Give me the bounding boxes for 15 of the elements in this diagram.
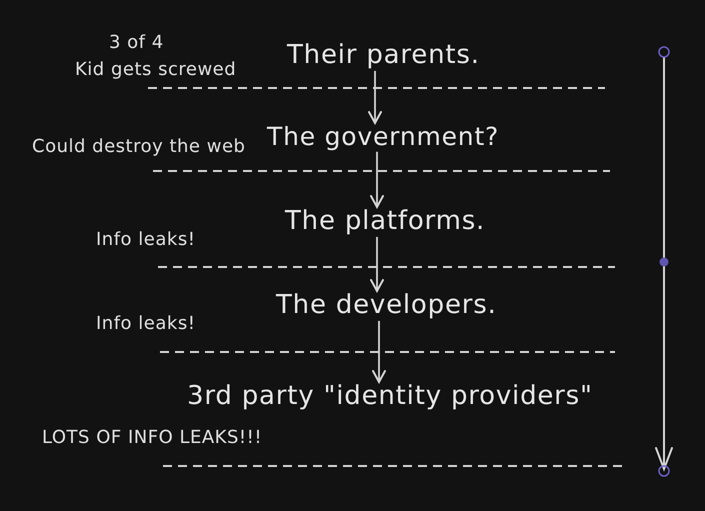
layer-title: 3rd party "identity providers" [187,382,593,412]
side-note: 3 of 4 [109,33,164,54]
layer-title: The government? [267,123,500,152]
layer-title: The developers. [276,291,497,321]
side-note: LOTS OF INFO LEAKS!!! [42,428,262,449]
layer-title: Their parents. [287,41,480,71]
side-note: Info leaks! [96,230,196,251]
side-note: Could destroy the web [32,137,246,158]
arrow [368,70,382,124]
side-note: Kid gets screwed [75,60,236,81]
arrow [370,152,384,208]
arrow [370,236,384,292]
arrow [372,320,386,383]
layer-title: The platforms. [285,207,486,237]
side-note: Info leaks! [96,314,196,335]
